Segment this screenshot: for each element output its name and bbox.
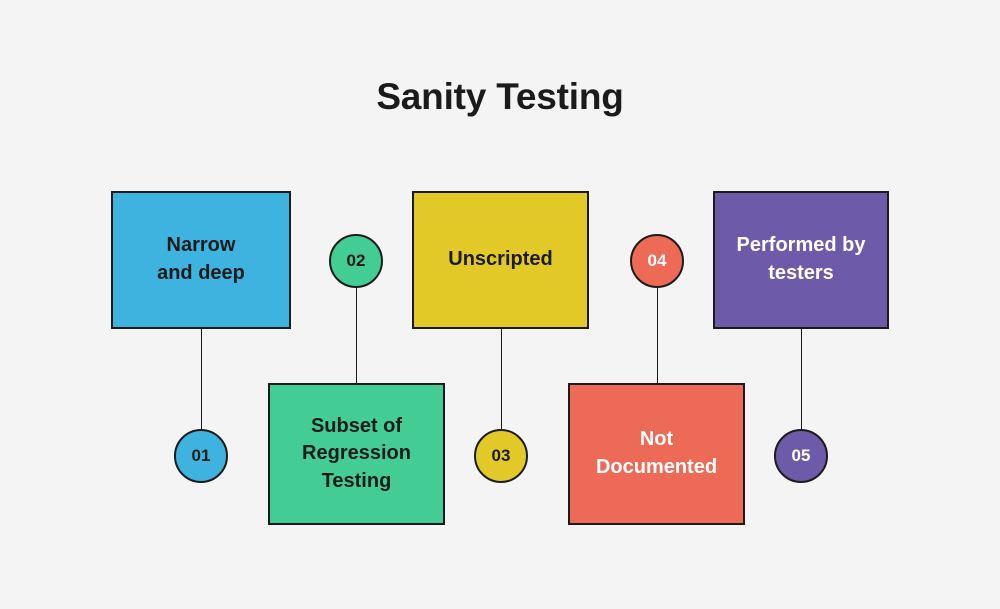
- feature-box-label-02-line1: Subset of: [310, 414, 403, 437]
- feature-box-label-02: Subset of Regression Testing: [302, 413, 411, 496]
- page-title: Sanity Testing: [376, 76, 624, 117]
- connector-line-05: [801, 329, 802, 429]
- step-circle-label-04: 04: [647, 251, 667, 270]
- step-circle-04[interactable]: 04: [630, 234, 684, 288]
- step-circle-label-03: 03: [491, 446, 511, 465]
- connector-line-04: [657, 288, 658, 383]
- feature-box-02[interactable]: Subset of Regression Testing: [268, 383, 445, 525]
- feature-box-label-02-line2: Regression: [302, 442, 411, 465]
- connector-line-01: [201, 329, 202, 429]
- feature-box-label-04-line1: Not: [639, 428, 674, 451]
- feature-box-label-03-line1: Unscripted: [448, 248, 553, 271]
- connector-line-02: [356, 288, 357, 383]
- step-circle-label-02: 02: [346, 251, 366, 270]
- feature-box-04[interactable]: Not Documented: [568, 383, 745, 525]
- feature-box-label-01-line1: Narrow: [166, 234, 236, 257]
- feature-box-03[interactable]: Unscripted: [412, 191, 589, 329]
- feature-box-label-03: Unscripted: [448, 246, 552, 274]
- step-circle-05[interactable]: 05: [774, 429, 828, 483]
- feature-box-label-05-line2: testers: [768, 262, 834, 284]
- feature-box-01[interactable]: Narrow and deep: [111, 191, 291, 329]
- feature-box-label-01-line2: and deep: [157, 262, 245, 284]
- feature-box-label-05: Performed by testers: [737, 232, 866, 287]
- step-circle-02[interactable]: 02: [329, 234, 383, 288]
- feature-box-label-01: Narrow and deep: [157, 232, 245, 287]
- feature-box-label-04-line2: Documented: [595, 456, 718, 478]
- step-circle-label-01: 01: [191, 446, 211, 465]
- feature-box-label-02-line3: Testing: [321, 469, 392, 492]
- feature-box-label-04: Not Documented: [596, 426, 717, 481]
- feature-box-05[interactable]: Performed by testers: [713, 191, 889, 329]
- connector-line-03: [501, 329, 502, 429]
- feature-box-label-05-line1: Performed by: [736, 234, 866, 257]
- step-circle-label-05: 05: [791, 446, 811, 465]
- step-circle-01[interactable]: 01: [174, 429, 228, 483]
- step-circle-03[interactable]: 03: [474, 429, 528, 483]
